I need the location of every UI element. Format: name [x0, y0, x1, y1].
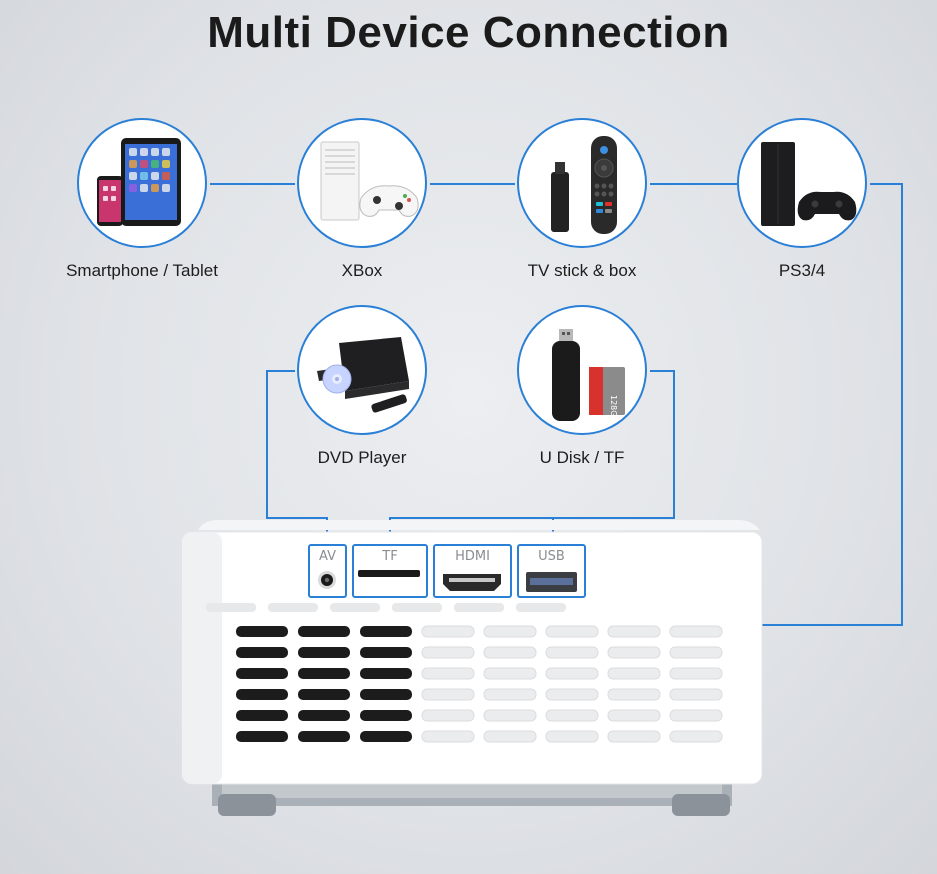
dvd-player-label: DVD Player: [317, 448, 407, 467]
vent-slot: [516, 603, 566, 612]
vent-slot: [483, 625, 537, 638]
xbox-label: XBox: [341, 261, 383, 280]
vent-slot: [236, 668, 288, 679]
page-title: Multi Device Connection: [207, 8, 730, 57]
av-port-label: AV: [319, 549, 336, 564]
vent-slot: [483, 646, 537, 659]
smartphone-tablet-label: Smartphone / Tablet: [66, 261, 218, 280]
tv-stick-circle: [517, 118, 647, 248]
vent-slot: [268, 603, 318, 612]
u-disk-label: U Disk / TF: [539, 448, 625, 467]
vent-slot: [360, 731, 412, 742]
vent-slot: [607, 667, 661, 680]
vent-slot: [421, 667, 475, 680]
vent-slot: [360, 689, 412, 700]
vent-slot: [236, 731, 288, 742]
xbox-icon: [320, 141, 419, 221]
ps-icon: [761, 142, 857, 226]
vent-slot: [545, 730, 599, 743]
vent-slot: [298, 626, 350, 637]
vent-slot: [607, 625, 661, 638]
vent-slot: [392, 603, 442, 612]
u-disk-circle: 128GB: [517, 305, 647, 435]
vent-slot: [607, 646, 661, 659]
ps-label: PS3/4: [778, 261, 826, 280]
vent-slot: [236, 647, 288, 658]
vent-slot: [421, 709, 475, 722]
smartphone-tablet-circle: [77, 118, 207, 248]
vent-slot: [421, 730, 475, 743]
vent-slot: [483, 730, 537, 743]
vent-slot: [483, 709, 537, 722]
vent-slot: [360, 668, 412, 679]
vent-slot: [360, 710, 412, 721]
vent-slot: [421, 688, 475, 701]
u-disk-icon: 128GB: [552, 329, 625, 422]
vent-slot: [298, 647, 350, 658]
vent-slot: [545, 625, 599, 638]
tf-port-label: TF: [382, 549, 398, 564]
vent-slot: [298, 668, 350, 679]
vent-slot: [206, 603, 256, 612]
vent-slot: [330, 603, 380, 612]
usb-port-label: USB: [538, 549, 565, 564]
ps-circle: [737, 118, 867, 248]
tv-stick-icon: [551, 136, 617, 234]
vent-slot: [298, 731, 350, 742]
tv-stick-label: TV stick & box: [527, 261, 637, 280]
vent-slot: [236, 626, 288, 637]
vent-slot: [545, 709, 599, 722]
dvd-player-circle: [297, 305, 427, 435]
vent-slot: [669, 688, 723, 701]
vent-slot: [669, 667, 723, 680]
vent-slot: [669, 625, 723, 638]
vent-slot: [298, 689, 350, 700]
vent-slot: [483, 667, 537, 680]
vent-slot: [669, 646, 723, 659]
vent-slot: [421, 625, 475, 638]
smartphone-tablet-icon: [97, 138, 181, 226]
vent-slot: [607, 709, 661, 722]
vent-slot: [421, 646, 475, 659]
vent-slot: [545, 667, 599, 680]
vent-slot: [669, 709, 723, 722]
vent-slot: [454, 603, 504, 612]
dvd-player-icon: [317, 337, 409, 413]
hdmi-port-label: HDMI: [455, 549, 490, 564]
vent-slot: [545, 646, 599, 659]
vent-slot: [545, 688, 599, 701]
vent-slot: [607, 688, 661, 701]
vent-slot: [236, 689, 288, 700]
vent-slot: [483, 688, 537, 701]
vent-slot: [669, 730, 723, 743]
svg-text:128GB: 128GB: [609, 395, 618, 422]
vent-slot: [298, 710, 350, 721]
xbox-circle: [297, 118, 427, 248]
vent-slot: [360, 647, 412, 658]
vent-slot: [236, 710, 288, 721]
vent-slot: [360, 626, 412, 637]
vent-slot: [607, 730, 661, 743]
